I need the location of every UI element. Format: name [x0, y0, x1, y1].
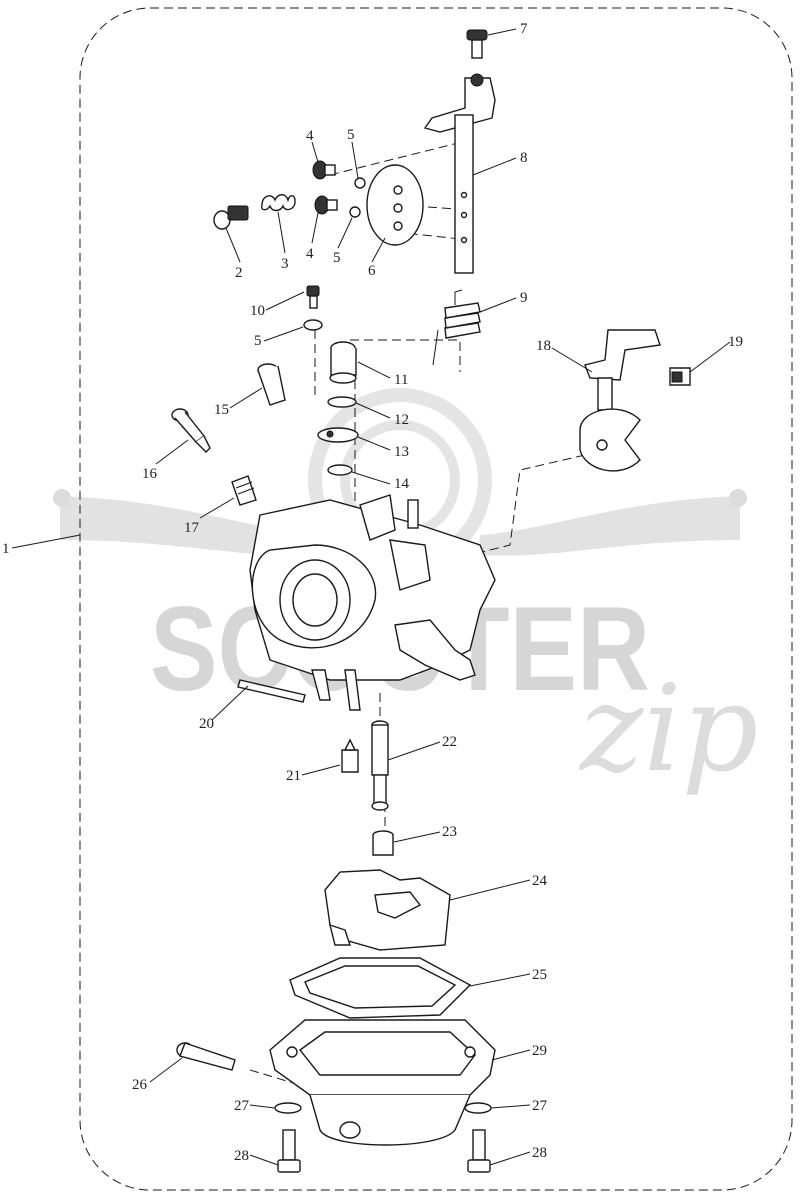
- part-label: 12: [394, 412, 409, 428]
- screw-part-4-upper: [312, 160, 336, 180]
- spring-part-3: [260, 194, 296, 212]
- part-label: 17: [184, 520, 200, 536]
- bushing-part-11: [329, 341, 357, 384]
- part-label: 19: [728, 334, 743, 350]
- washer-part-27-left: [274, 1102, 302, 1114]
- part-label: 2: [235, 265, 243, 281]
- screw-part-7: [466, 29, 488, 59]
- screw-part-28-left: [277, 1129, 301, 1173]
- part-label: 14: [394, 476, 410, 492]
- washer-part-5-lower: [349, 206, 361, 218]
- leader-lines: [11, 28, 731, 1166]
- part-label: 6: [368, 263, 376, 279]
- part-label: 16: [142, 466, 158, 482]
- part-label: 20: [199, 716, 214, 732]
- part-label: 21: [286, 768, 301, 784]
- part-label: 29: [532, 1043, 547, 1059]
- idle-screw-part-15: [257, 363, 286, 406]
- part-label: 3: [281, 256, 289, 272]
- part-label: 4: [306, 128, 314, 144]
- pilot-screw-part-16: [171, 408, 211, 453]
- part-label: 22: [442, 734, 457, 750]
- part-label: 10: [250, 303, 265, 319]
- part-label: 5: [333, 250, 341, 266]
- part-label: 13: [394, 444, 409, 460]
- float-pin-part-20: [237, 679, 306, 703]
- part-label: 5: [347, 127, 355, 143]
- part-label: 4: [306, 246, 314, 262]
- float-part-24: [324, 869, 451, 951]
- part-number-labels: 1 2 3 4 4 5 5 5 6 7 8 9 10 11 12 13 14 1…: [2, 21, 743, 1164]
- part-label: 23: [442, 824, 457, 840]
- clip-part-14: [327, 464, 353, 476]
- part-label: 15: [214, 402, 229, 418]
- watermark-script: zip: [578, 660, 758, 799]
- part-label: 24: [532, 873, 548, 889]
- assembly-boundary: [79, 7, 793, 1191]
- part-label: 27: [234, 1098, 250, 1114]
- washer-part-27-right: [464, 1102, 492, 1114]
- main-jet-part-23: [372, 830, 394, 856]
- part-label: 7: [520, 21, 528, 37]
- choke-lever-part-18: [584, 329, 661, 411]
- return-spring-part-9: [432, 289, 481, 366]
- part-label: 26: [132, 1077, 148, 1093]
- screw-part-10: [306, 285, 320, 309]
- needle-valve-part-21: [341, 738, 359, 773]
- part-label: 8: [520, 150, 528, 166]
- part-label: 5: [254, 333, 262, 349]
- part-label: 27: [532, 1098, 548, 1114]
- plate-part-13: [317, 427, 359, 443]
- part-label: 9: [520, 290, 528, 306]
- part-label: 28: [234, 1148, 249, 1164]
- throttle-plate-part-6: [366, 164, 424, 246]
- spring-part-17: [231, 475, 257, 506]
- washer-part-5-upper: [354, 177, 366, 189]
- float-bowl-part-29: [269, 1019, 496, 1146]
- clip-part-19: [669, 367, 691, 386]
- ring-part-12: [327, 396, 357, 408]
- emulsion-tube-part-22: [371, 720, 389, 811]
- washer-part-5-middle: [303, 319, 323, 331]
- part-label: 25: [532, 967, 547, 983]
- screw-part-2: [213, 205, 249, 230]
- part-label: 18: [536, 338, 551, 354]
- part-label: 11: [394, 372, 408, 388]
- drain-screw-part-26: [176, 1042, 236, 1071]
- gasket-part-25: [289, 957, 472, 1019]
- carburetor-body-part-1: [249, 494, 496, 711]
- throttle-shaft-part-8: [423, 73, 496, 274]
- part-label: 1: [2, 541, 10, 557]
- choke-plate-part-18: [579, 408, 641, 472]
- screw-part-4-lower: [314, 195, 338, 215]
- part-label: 28: [532, 1145, 547, 1161]
- screw-part-28-right: [467, 1129, 491, 1173]
